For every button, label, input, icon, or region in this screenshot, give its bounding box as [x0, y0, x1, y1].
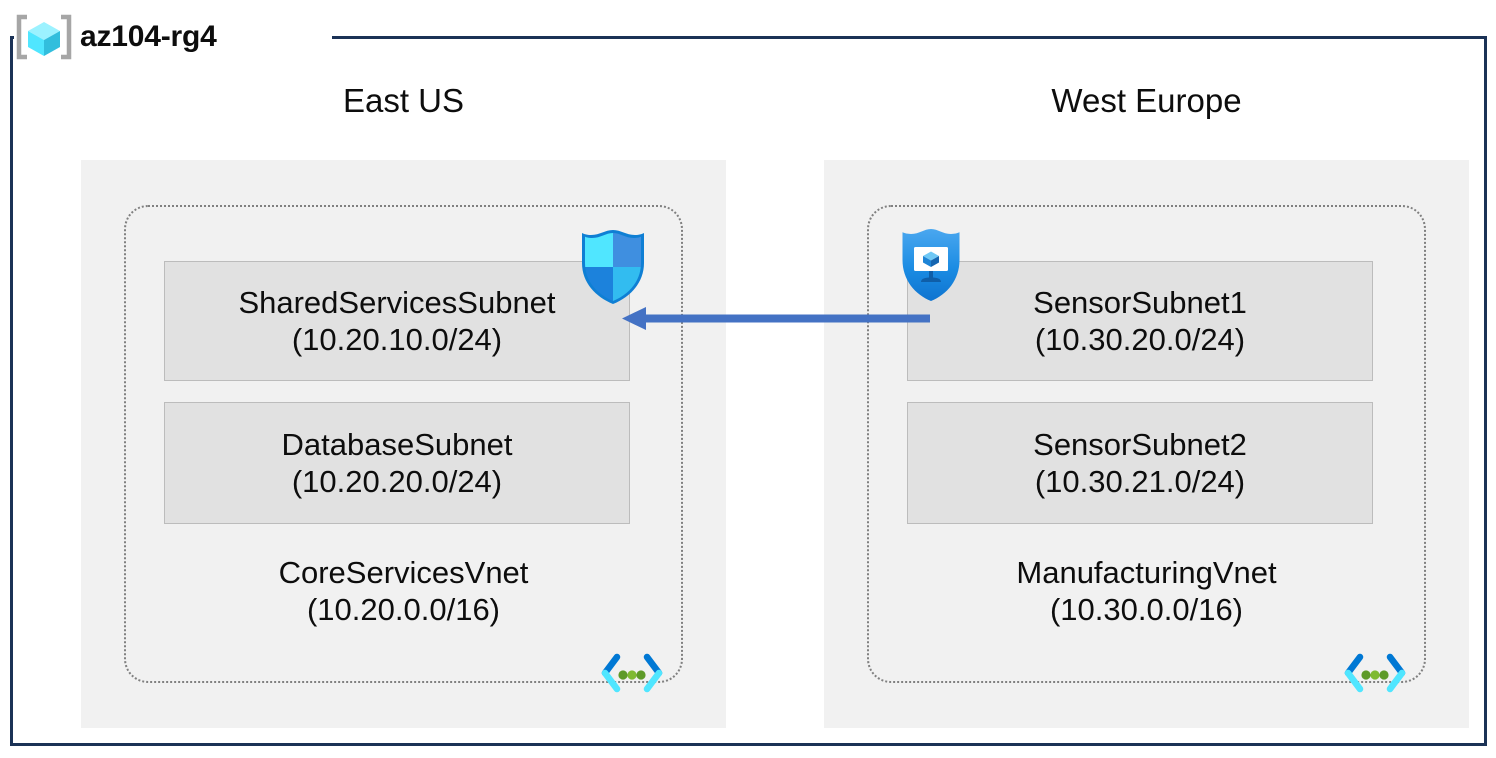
vnet-name: CoreServicesVnet: [278, 555, 529, 590]
vnet-peering-arrow: [622, 307, 930, 330]
region-label-west-europe: West Europe: [1051, 82, 1242, 119]
application-security-group-shield-vm-icon: [902, 229, 960, 301]
subnet-name: DatabaseSubnet: [281, 426, 513, 462]
vnet-coreservicesvnet[interactable]: SharedServicesSubnet (10.20.10.0/24) Dat…: [124, 205, 683, 693]
vnet-cidr: (10.20.0.0/16): [306, 591, 501, 627]
subnet-sharedservicessubnet[interactable]: SharedServicesSubnet (10.20.10.0/24): [164, 261, 630, 381]
vnet-cidr: (10.30.0.0/16): [1049, 591, 1244, 627]
virtual-network-icon: [1344, 653, 1406, 693]
subnet-databasesubnet[interactable]: DatabaseSubnet (10.20.20.0/24): [164, 402, 630, 524]
vnet-manufacturingvnet[interactable]: SensorSubnet1 (10.30.20.0/24) SensorSubn…: [867, 205, 1426, 693]
region-west-europe: West Europe SensorSubnet1 (10.30.20.0/24…: [824, 84, 1469, 728]
subnet-name: SensorSubnet2: [1033, 426, 1247, 462]
subnet-sensorsubnet1[interactable]: SensorSubnet1 (10.30.20.0/24): [907, 261, 1373, 381]
subnet-cidr: (10.20.10.0/24): [291, 322, 503, 357]
resource-group-cube-icon: [16, 14, 72, 60]
resource-group-title: az104-rg4: [14, 8, 332, 66]
resource-group-frame: [10, 36, 1487, 746]
subnet-cidr: (10.30.20.0/24): [1034, 322, 1246, 357]
network-security-group-shield-icon: [582, 230, 644, 304]
virtual-network-icon: [601, 653, 663, 693]
vnet-caption-manufacturingvnet: ManufacturingVnet (10.30.0.0/16): [869, 555, 1424, 628]
resource-group-name: az104-rg4: [80, 20, 217, 53]
vnet-caption-coreservicesvnet: CoreServicesVnet (10.20.0.0/16): [126, 555, 681, 628]
region-east-us: East US SharedServicesSubnet (10.20.10.0…: [81, 84, 726, 728]
vnet-name: ManufacturingVnet: [1016, 555, 1277, 590]
subnet-name: SharedServicesSubnet: [238, 284, 556, 320]
subnet-name: SensorSubnet1: [1033, 284, 1247, 320]
subnet-cidr: (10.30.21.0/24): [1034, 464, 1246, 499]
region-label-east-us: East US: [342, 82, 465, 119]
subnet-sensorsubnet2[interactable]: SensorSubnet2 (10.30.21.0/24): [907, 402, 1373, 524]
subnet-cidr: (10.20.20.0/24): [291, 464, 503, 499]
